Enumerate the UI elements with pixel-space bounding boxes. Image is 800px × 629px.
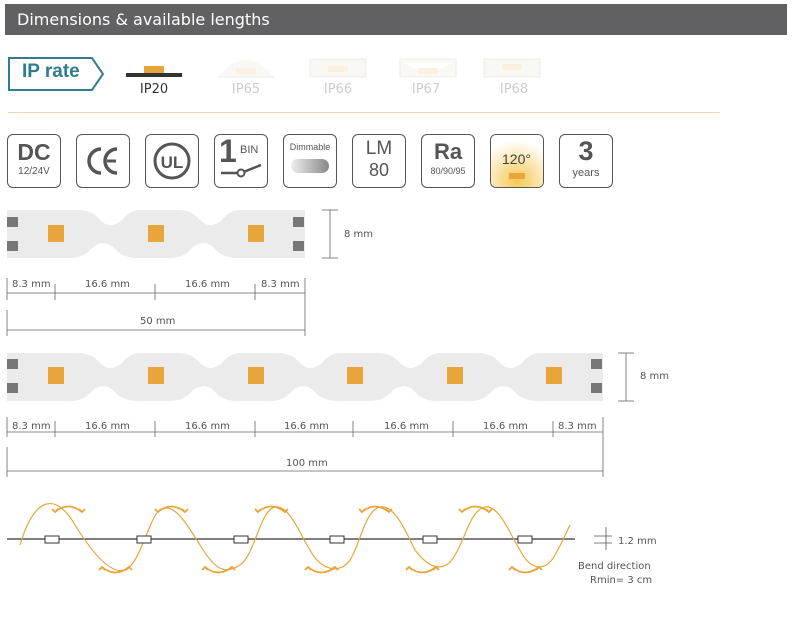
pad (591, 383, 602, 393)
ip68-icon (483, 58, 541, 78)
led (148, 367, 164, 384)
beam-angle-badge: 120° (490, 134, 544, 188)
pad (293, 217, 304, 227)
pad (7, 241, 18, 251)
strip-100mm-seg-1: 8.3 mm (12, 421, 51, 432)
strip-100mm-height: 8 mm (640, 371, 670, 382)
dc-main: DC (17, 139, 51, 165)
led (248, 225, 264, 242)
strip-50mm-seg-1: 8.3 mm (12, 279, 51, 290)
bin-number: 1 (219, 133, 237, 169)
bin-badge: 1 BIN (214, 133, 268, 188)
ip66-label: IP66 (323, 82, 353, 97)
lumen-main: LM (365, 138, 393, 159)
beam-angle-label: 120° (502, 151, 531, 167)
strip-100mm-seg-5: 16.6 mm (384, 421, 429, 432)
warranty-sub: years (572, 167, 600, 179)
dimmable-slider-icon (291, 159, 329, 173)
strip-100mm-seg-2: 16.6 mm (85, 421, 130, 432)
strip-100mm-seg-6: 16.6 mm (483, 421, 528, 432)
ra-badge: Ra 80/90/95 (421, 134, 475, 188)
ip-icons (126, 58, 541, 78)
led (447, 367, 463, 384)
warranty-badge: 3 years (559, 134, 613, 188)
section-title: Dimensions & available lengths (17, 10, 270, 29)
ra-sub: 80/90/95 (430, 166, 466, 176)
bend-wave (19, 503, 571, 572)
strip-100mm-diagram (6, 352, 634, 477)
ip67-label: IP67 (411, 82, 441, 97)
pad (7, 383, 18, 393)
warranty-main: 3 (578, 136, 594, 166)
dc-badge: DC 12/24V (7, 134, 61, 188)
pad (293, 241, 304, 251)
lumen-sub: 80 (368, 160, 390, 180)
bend-direction-label: Bend direction (578, 561, 651, 572)
ip-rate-tag-shape (8, 57, 105, 91)
bin-label: BIN (240, 144, 259, 156)
strip-100mm-seg-4: 16.6 mm (284, 421, 329, 432)
strip-100mm-total: 100 mm (286, 458, 328, 469)
ip20-icon (126, 66, 182, 77)
dc-sub: 12/24V (18, 166, 50, 177)
section-header: Dimensions & available lengths (5, 4, 787, 35)
pad (7, 217, 18, 227)
led (248, 367, 264, 384)
strip-100mm-body (7, 353, 603, 401)
divider (8, 112, 720, 113)
led (347, 367, 363, 384)
svg-text:UL: UL (161, 153, 184, 172)
strip-50mm-total: 50 mm (140, 316, 176, 327)
strip-50mm-seg-3: 16.6 mm (185, 279, 230, 290)
dimmable-badge: Dimmable (283, 134, 337, 188)
strip-100mm-seg-7: 8.3 mm (558, 421, 597, 432)
strip-100mm-seg-3: 16.6 mm (185, 421, 230, 432)
dimmable-label: Dimmable (289, 142, 331, 152)
ip65-label: IP65 (231, 82, 261, 97)
strip-50mm-height: 8 mm (344, 229, 374, 240)
bin-icon (221, 163, 262, 178)
ce-badge (76, 134, 130, 188)
pad (591, 359, 602, 369)
strip-50mm-diagram (6, 209, 338, 336)
lumen-badge: LM 80 (352, 134, 406, 188)
strip-50mm-seg-4: 8.3 mm (261, 279, 300, 290)
bend-thickness: 1.2 mm (618, 536, 657, 547)
ce-icon (87, 147, 118, 175)
led (148, 225, 164, 242)
ul-icon: UL (153, 142, 191, 180)
led (48, 225, 64, 242)
beam-angle-icon (491, 135, 543, 187)
ip67-icon (399, 58, 457, 78)
led (546, 367, 562, 384)
led (48, 367, 64, 384)
bend-rmin-label: Rmin= 3 cm (590, 575, 653, 586)
ra-main: Ra (433, 139, 463, 164)
bend-diagram (7, 503, 612, 574)
ul-badge: UL (145, 134, 199, 188)
ip-rate-tag: IP rate (8, 56, 105, 92)
ip68-label: IP68 (499, 82, 529, 97)
ip65-icon (218, 60, 274, 78)
ip-rate-label: IP rate (22, 61, 80, 82)
pad (7, 359, 18, 369)
ip66-icon (309, 58, 367, 78)
bend-arrows (51, 505, 543, 574)
ip20-label: IP20 (139, 82, 169, 97)
strip-50mm-seg-2: 16.6 mm (85, 279, 130, 290)
